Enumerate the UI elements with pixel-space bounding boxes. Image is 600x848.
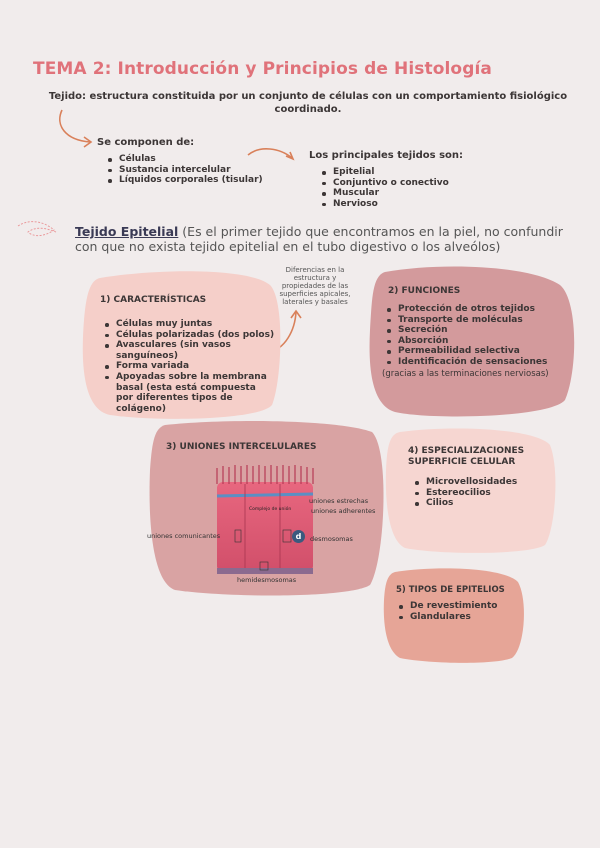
label-gap-junctions: uniones comunicantes [147, 532, 221, 540]
list-item: Identificación de sensaciones [386, 357, 571, 368]
functions-footnote: (gracias a las terminaciones nerviosas) [382, 368, 549, 379]
tissue-definition: Tejido: estructura constituida por un co… [48, 91, 568, 115]
composition-section: Se componen de: Células Sustancia interc… [97, 137, 263, 186]
functions-box: 2) FUNCIONES Protección de otros tejidos… [382, 286, 571, 379]
scribble-icon [17, 221, 57, 237]
list-item: De revestimiento [398, 601, 516, 612]
list-item: Forma variada [104, 361, 275, 372]
arrowhead-icon-2 [285, 151, 295, 161]
label-desmosomes: desmosomas [310, 535, 353, 543]
complex-label: Complejo de unión [249, 505, 291, 512]
curved-arrow-icon-2 [247, 148, 293, 159]
list-item: Apoyadas sobre la membrana basal (esta e… [104, 372, 275, 414]
types-box: 5) TIPOS DE EPITELIOS De revestimiento G… [396, 585, 516, 622]
specializations-heading: 4) ESPECIALIZACIONES SUPERFICIE CELULAR [408, 446, 525, 467]
label-tight-junctions: uniones estrechas [309, 497, 369, 505]
epithelium-illustration: Complejo de unión [216, 465, 314, 574]
main-tissues-heading: Los principales tejidos son: [309, 150, 464, 161]
characteristics-box: 1) CARACTERÍSTICAS Células muy juntas Cé… [100, 295, 275, 414]
list-item: Células muy juntas [104, 319, 275, 330]
list-item: Absorción [386, 336, 571, 347]
main-tissues-section: Los principales tejidos son: Epitelial C… [309, 150, 463, 209]
composition-list: Células Sustancia intercelular Líquidos … [107, 154, 263, 186]
epithelial-note: (Es el primer tejido que encontramos en … [75, 224, 563, 254]
junctions-heading: 3) UNIONES INTERCELULARES [166, 442, 317, 452]
list-item: Nervioso [321, 199, 463, 210]
label-hemidesmosomes: hemidesmosomas [237, 576, 297, 584]
epithelial-intro: Tejido Epitelial (Es el primer tejido qu… [75, 224, 575, 254]
list-item: Muscular [321, 188, 463, 199]
blob-functions [369, 266, 575, 417]
list-item: Células [107, 154, 263, 165]
blob-characteristics [82, 271, 281, 419]
list-item: Permeabilidad selectiva [386, 346, 571, 357]
characteristics-list: Células muy juntas Células polarizadas (… [104, 319, 275, 414]
list-item: Conjuntivo o conectivo [321, 178, 463, 189]
specializations-box: 4) ESPECIALIZACIONES SUPERFICIE CELULAR … [408, 446, 543, 509]
page-title: TEMA 2: Introducción y Principios de His… [33, 59, 492, 79]
functions-list: Protección de otros tejidos Transporte d… [386, 304, 571, 368]
composition-heading: Se componen de: [97, 137, 195, 148]
list-item: Cilios [414, 498, 543, 509]
marker-d-icon: d [292, 530, 305, 543]
types-list: De revestimiento Glandulares [398, 601, 516, 622]
arrowhead-icon-3 [290, 309, 302, 319]
blob-specializations [385, 428, 556, 553]
epithelial-title: Tejido Epitelial [75, 224, 179, 239]
specializations-list: Microvellosidades Estereocilios Cilios [414, 477, 543, 509]
curved-arrow-icon [59, 109, 91, 143]
list-item: Microvellosidades [414, 477, 543, 488]
list-item: Transporte de moléculas [386, 315, 571, 326]
list-item: Avasculares (sin vasos sanguíneos) [104, 340, 275, 361]
blob-types [383, 568, 524, 663]
list-item: Epitelial [321, 167, 463, 178]
list-item: Glandulares [398, 612, 516, 623]
arrowhead-icon [83, 136, 93, 148]
list-item: Secreción [386, 325, 571, 336]
list-item: Células polarizadas (dos polos) [104, 330, 275, 341]
list-item: Estereocilios [414, 488, 543, 499]
list-item: Sustancia intercelular [107, 165, 263, 176]
main-tissues-list: Epitelial Conjuntivo o conectivo Muscula… [321, 167, 463, 209]
list-item: Protección de otros tejidos [386, 304, 571, 315]
types-heading: 5) TIPOS DE EPITELIOS [396, 585, 505, 595]
functions-heading: 2) FUNCIONES [388, 286, 461, 296]
label-adherens-junctions: uniones adherentes [311, 507, 376, 515]
list-item: Líquidos corporales (tisular) [107, 175, 263, 186]
characteristics-heading: 1) CARACTERÍSTICAS [100, 295, 207, 305]
side-note: Diferencias en la estructura y propiedad… [279, 266, 351, 306]
